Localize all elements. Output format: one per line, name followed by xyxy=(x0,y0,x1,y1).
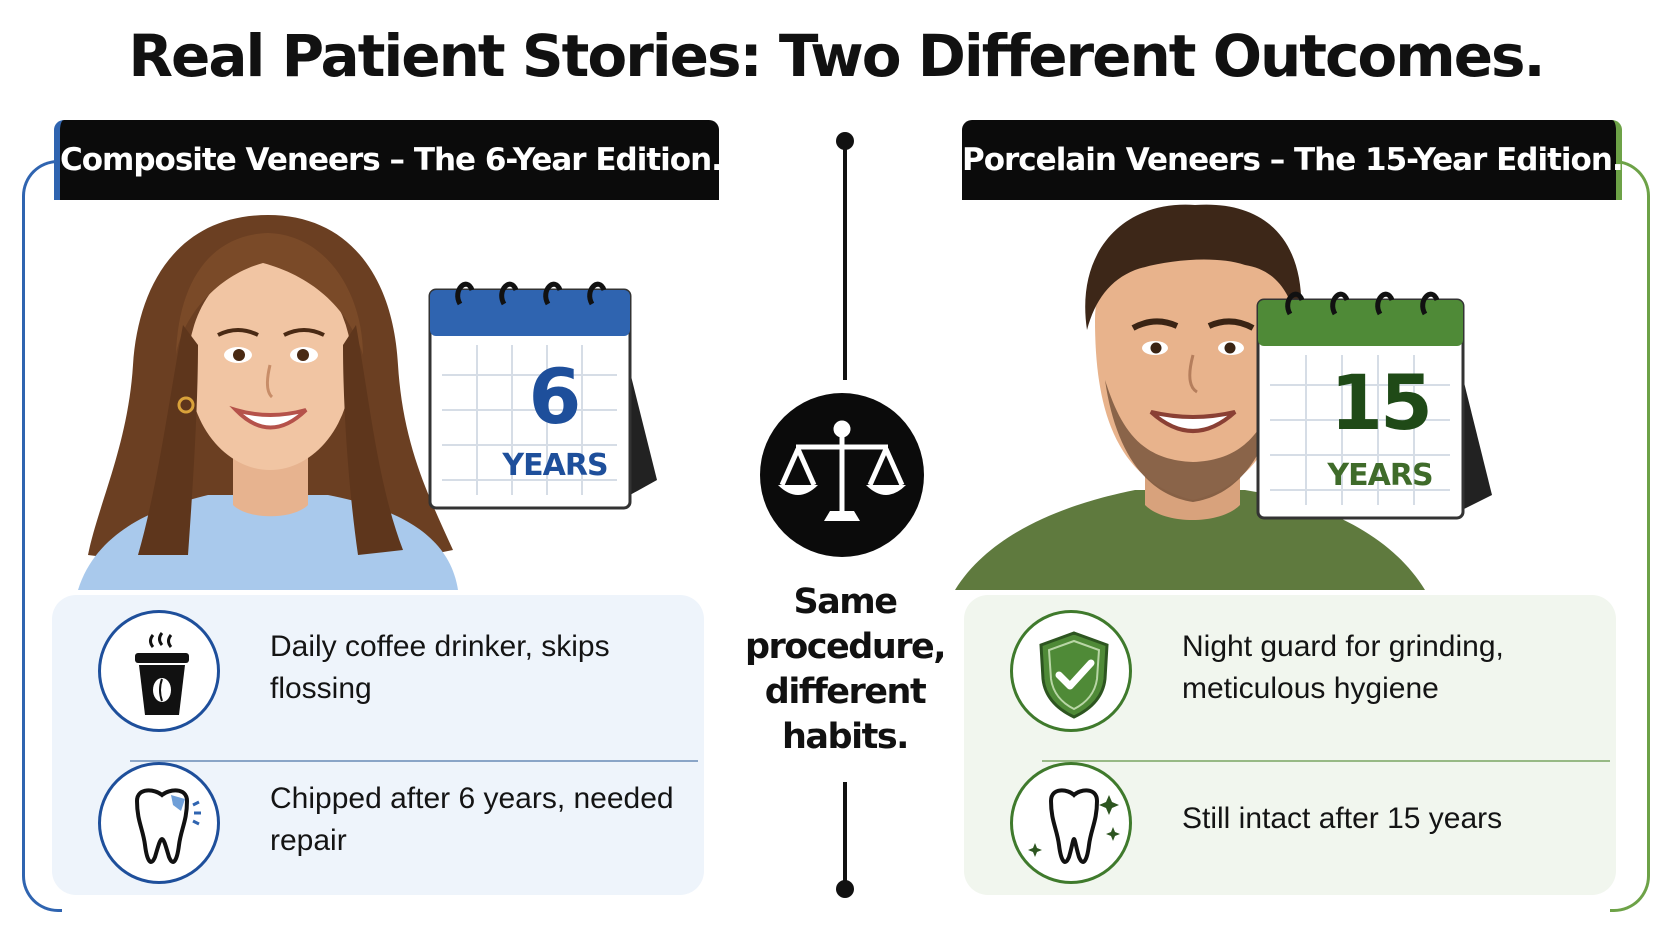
left-item-2: Chipped after 6 years, needed repair xyxy=(98,762,698,892)
left-calendar-unit: YEARS xyxy=(502,448,608,483)
sparkling-tooth-icon xyxy=(1028,788,1120,864)
page-title: Real Patient Stories: Two Different Outc… xyxy=(128,22,1545,90)
right-calendar xyxy=(1240,280,1500,535)
right-item-1-text: Night guard for grinding, meticulous hyg… xyxy=(1182,630,1504,705)
balance-scale-badge xyxy=(760,393,924,557)
center-line-bottom-dot xyxy=(836,880,854,898)
right-calendar-unit: YEARS xyxy=(1327,458,1433,493)
right-calendar-number: 15 xyxy=(1330,358,1433,447)
shield-check-icon xyxy=(1039,631,1109,719)
right-panel-outline xyxy=(1610,160,1650,912)
right-panel-header: Porcelain Veneers – The 15-Year Edition. xyxy=(962,120,1624,200)
right-item-2: Still intact after 15 years xyxy=(1010,762,1610,892)
left-panel-header: Composite Veneers – The 6-Year Edition. xyxy=(54,120,723,200)
left-calendar-number: 6 xyxy=(528,352,582,441)
center-divider-line-top xyxy=(843,140,847,380)
right-card-divider xyxy=(1042,760,1610,762)
right-item-2-text: Still intact after 15 years xyxy=(1182,802,1503,835)
left-item-1: Daily coffee drinker, skips flossing xyxy=(98,610,698,762)
right-item-1: Night guard for grinding, meticulous hyg… xyxy=(1010,610,1610,762)
man-portrait xyxy=(955,200,1435,590)
left-habits-card: Daily coffee drinker, skips flossing Chi… xyxy=(52,595,704,895)
left-item-2-text: Chipped after 6 years, needed repair xyxy=(270,782,674,857)
center-divider-line-bottom xyxy=(843,782,847,890)
center-caption: Same procedure, different habits. xyxy=(744,582,947,757)
left-card-divider xyxy=(130,760,698,762)
coffee-cup-icon xyxy=(135,632,189,715)
left-calendar xyxy=(412,270,672,525)
balance-scale-icon xyxy=(778,420,906,521)
left-item-1-text: Daily coffee drinker, skips flossing xyxy=(270,630,610,705)
right-habits-card: Night guard for grinding, meticulous hyg… xyxy=(964,595,1616,895)
chipped-tooth-icon xyxy=(134,788,201,864)
woman-portrait xyxy=(58,205,478,590)
